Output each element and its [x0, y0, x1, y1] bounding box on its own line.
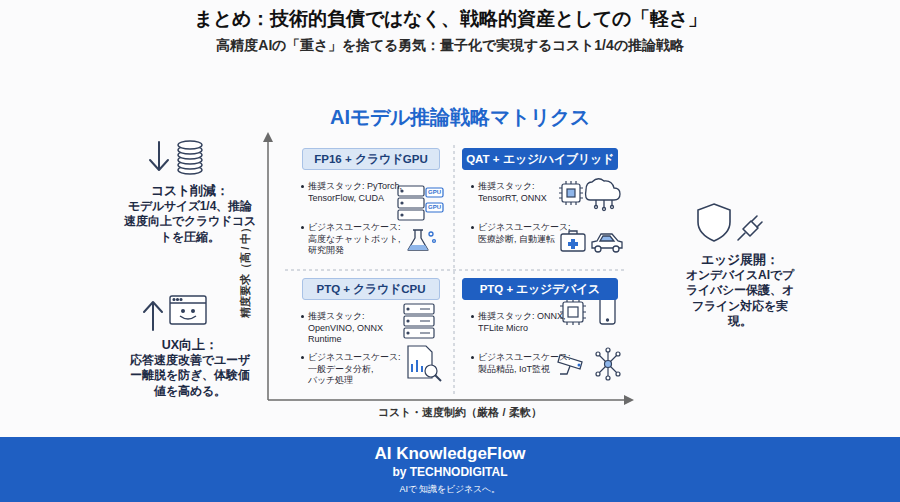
bullet-dot — [471, 226, 474, 229]
benefit-heading: UX向上： — [125, 337, 255, 353]
medical-kit-icon — [561, 231, 585, 251]
coins-icon — [178, 141, 202, 174]
strategy-quadrant: QAT + エッジ/ハイブリッド推奨スタック: TensorRT, ONNX ビジ… — [458, 145, 623, 265]
flask-icon — [408, 230, 435, 250]
strategy-quadrant: FP16 + クラウドGPU 推奨スタック: PyTorch, TensorFlo… — [288, 145, 453, 265]
benefit-text: オンデバイスAIでプライバシー保護、オフライン対応を実現。 — [684, 268, 796, 329]
shield-icon — [698, 204, 730, 241]
chip-icon — [559, 181, 583, 205]
benefit-heading: コスト削減： — [125, 183, 255, 199]
car-icon — [592, 234, 622, 252]
quadrant-header: PTQ + エッジデバイス — [462, 278, 618, 300]
bullet-dot — [471, 185, 474, 188]
matrix-title: AIモデル推論戦略マトリクス — [260, 105, 660, 131]
strategy-quadrant: PTQ + クラウドCPU 推奨スタック: OpenVINO, ONNX Runt… — [288, 275, 453, 395]
up-arrow-icon — [144, 302, 162, 330]
browser-smile-icon — [170, 296, 206, 324]
quadrant-header: FP16 + クラウドGPU — [302, 148, 440, 170]
bullet-text: 推奨スタック: ONNX, TFLite Micro — [478, 311, 574, 334]
gpu-server-icon — [398, 186, 443, 220]
axis-label: コスト・速度制約（厳格 / 柔軟） — [300, 405, 620, 419]
benefit-text: 応答速度改善でユーザー離脱を防ぎ、体験価値を高める。 — [126, 353, 254, 399]
bullet-text: 推奨スタック: TensorRT, ONNX — [478, 181, 574, 204]
bullet-text: ビジネスユースケース: 医療診断, 自動運転 — [478, 222, 582, 245]
bullet-dot — [301, 315, 304, 318]
brand-byline: by TECHNODIGITAL — [0, 465, 900, 479]
bullet-text: ビジネスユースケース: 高度なチャットボット, 研究開発 — [308, 222, 412, 257]
quadrant-dividers — [285, 145, 625, 395]
iot-network-icon — [596, 348, 620, 380]
down-arrow-icon — [150, 142, 168, 170]
quadrant-header: PTQ + クラウドCPU — [302, 278, 440, 300]
strategy-quadrant: PTQ + エッジデバイス推奨スタック: ONNX, TFLite Micro ビ… — [458, 275, 623, 395]
cloud-network-icon — [586, 179, 621, 211]
bullet-dot — [301, 185, 304, 188]
axis-label: 精度要求（高 / 中） — [239, 170, 255, 370]
footer-band: AI KnowledgeFlowby TECHNODIGITAL AIで 知識をビ… — [0, 437, 900, 502]
gpu-tag: GPU — [426, 189, 443, 196]
bullet-text: 推奨スタック: PyTorch, TensorFlow, CUDA — [308, 181, 404, 204]
bullet-dot — [471, 356, 474, 359]
benefit-text: モデルサイズ1/4、推論速度向上でクラウドコストを圧縮。 — [122, 199, 258, 245]
plug-icon — [738, 216, 762, 240]
bullet-text: ビジネスユースケース: 一般データ分析, バッチ処理 — [308, 352, 412, 387]
quadrant-header: QAT + エッジ/ハイブリッド — [462, 148, 618, 170]
bullet-dot — [301, 226, 304, 229]
brand-name: AI KnowledgeFlow — [0, 444, 900, 464]
cpu-server-icon — [404, 304, 434, 338]
benefit-heading: エッジ展開： — [680, 252, 800, 268]
page-title: まとめ：技術的負債ではなく、戦略的資産としての「軽さ」 — [0, 7, 900, 31]
matrix-axes — [263, 132, 634, 405]
gpu-tag: GPU — [426, 204, 443, 211]
smartphone-icon — [600, 296, 615, 324]
report-magnifier-icon — [408, 346, 441, 381]
bullet-text: ビジネスユースケース: 製品精品, IoT監視 — [478, 352, 582, 375]
subtitle: 高精度AIの「重さ」を捨てる勇気：量子化で実現するコスト1/4の推論戦略 — [0, 37, 900, 55]
bullet-dot — [471, 315, 474, 318]
bullet-text: 推奨スタック: OpenVINO, ONNX Runtime — [308, 311, 404, 346]
bullet-dot — [301, 356, 304, 359]
brand-tagline: AIで 知識をビジネスへ。 — [0, 483, 900, 496]
